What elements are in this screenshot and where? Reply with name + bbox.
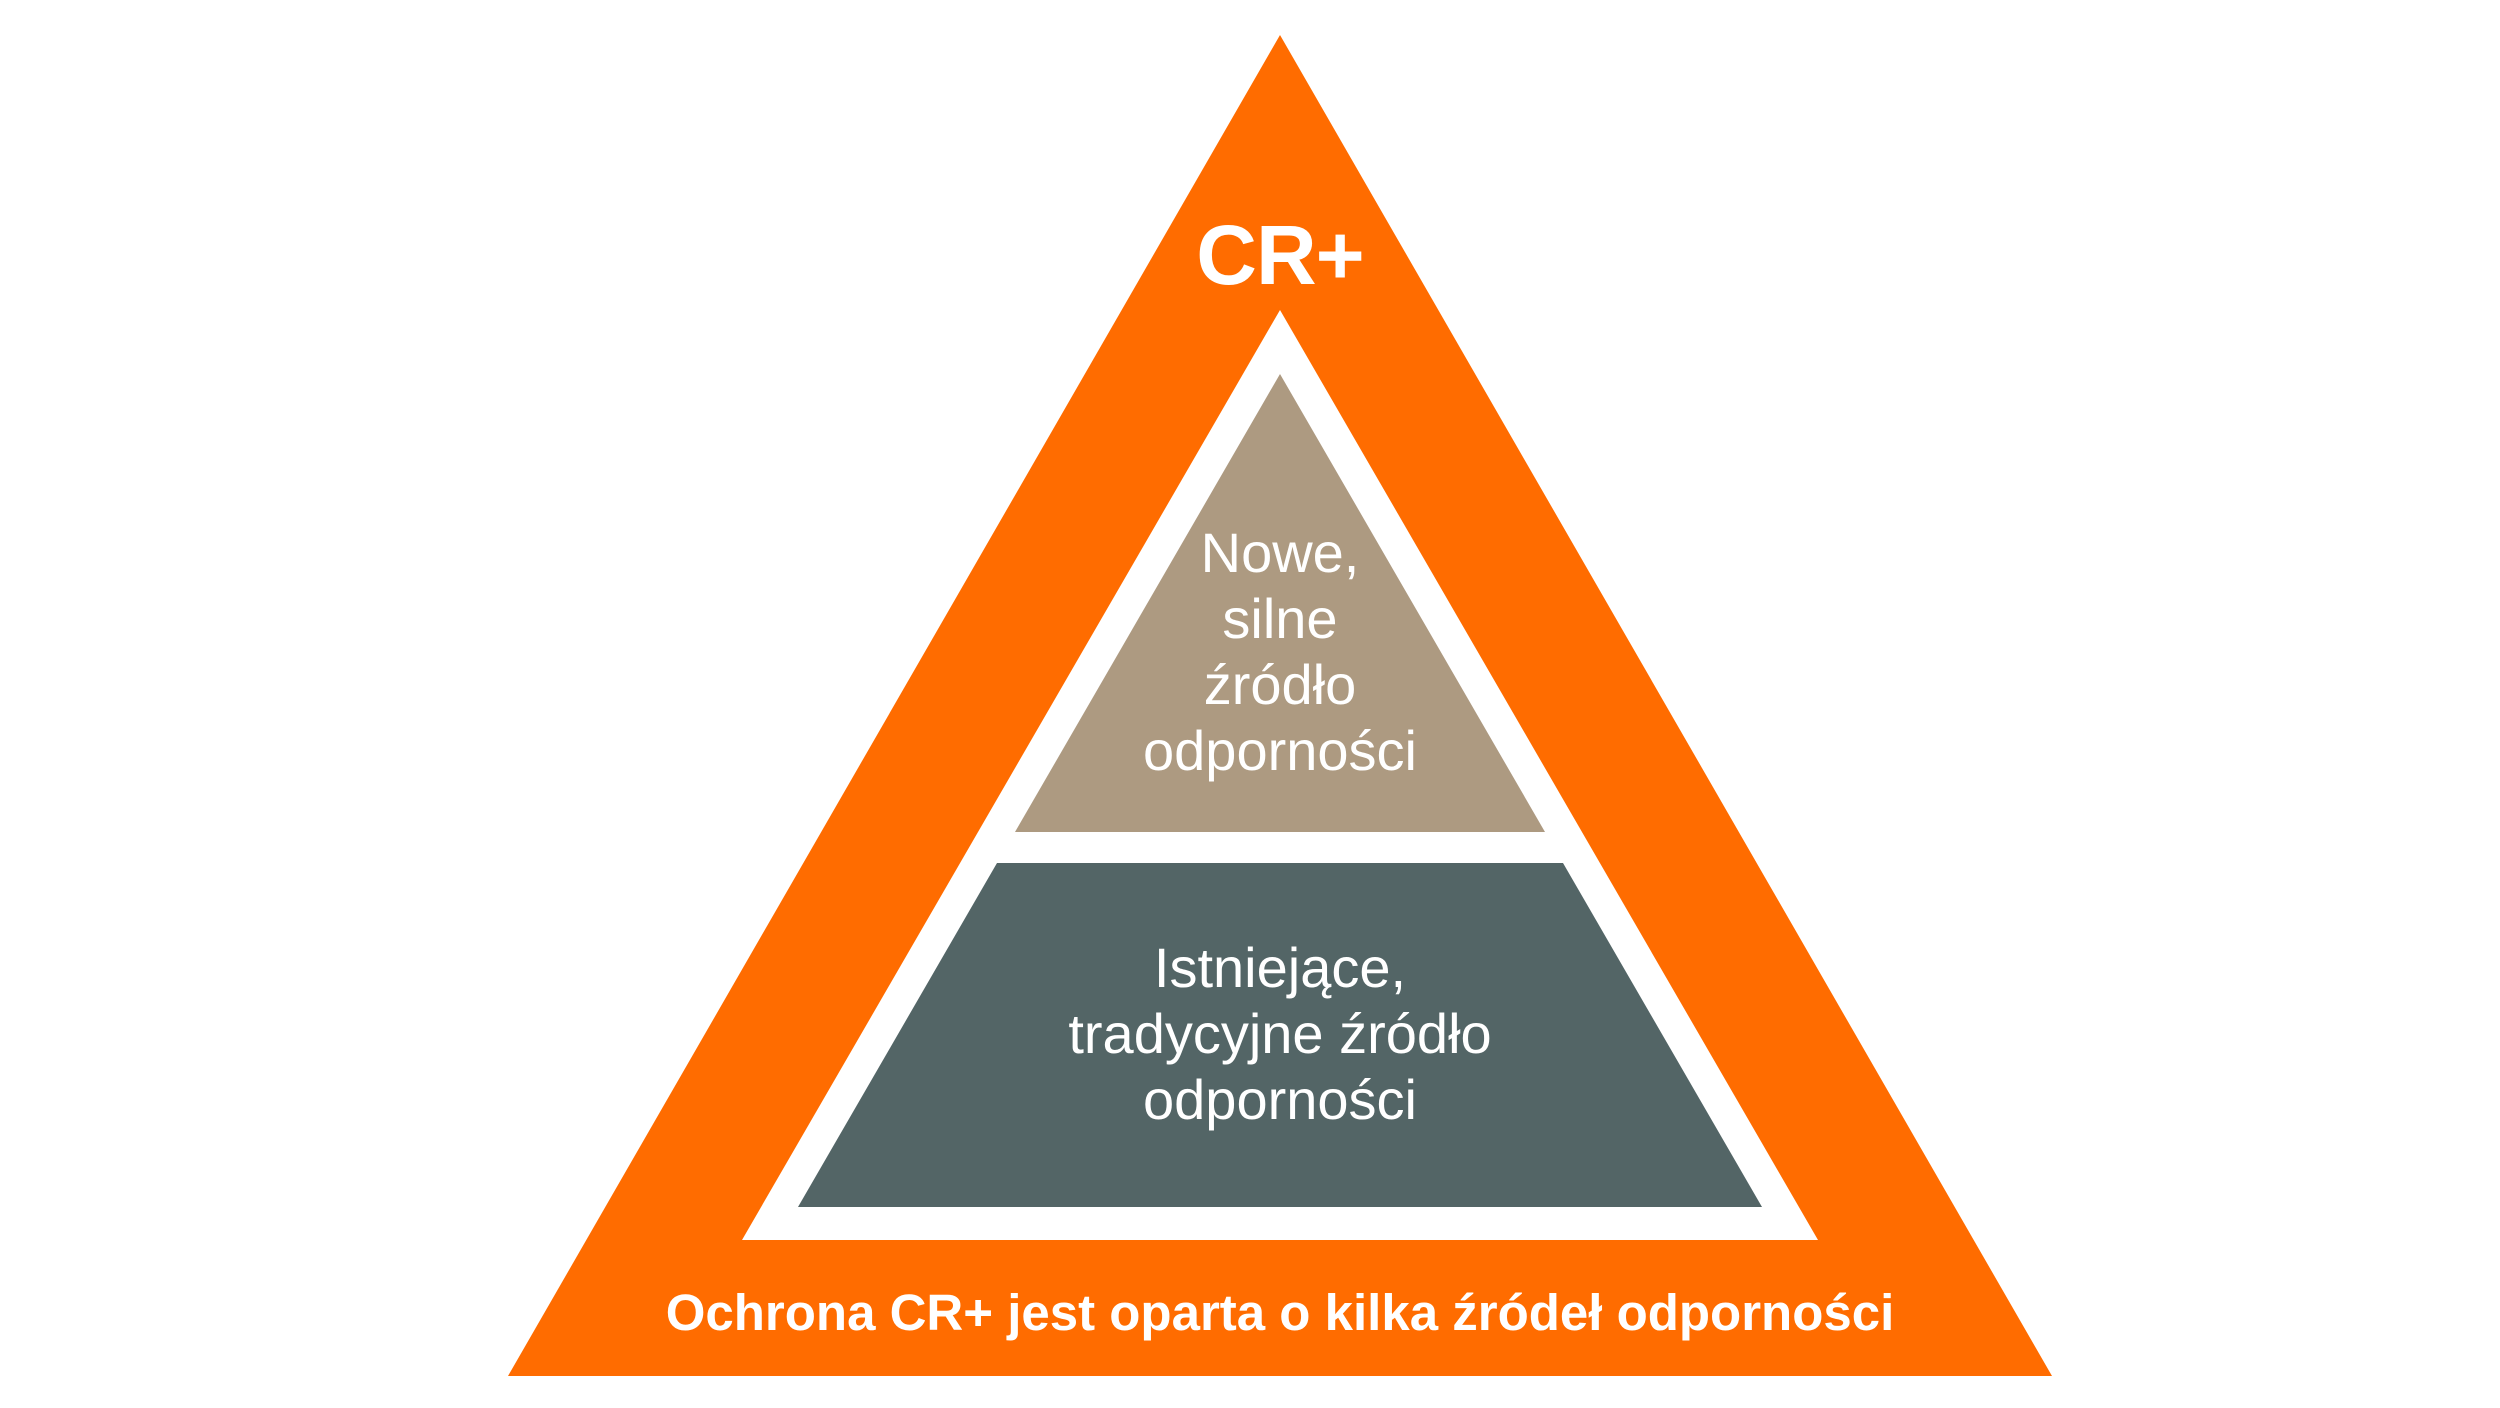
bottom-inner-label: Istniejące, tradycyjne źródło odporności	[1068, 936, 1492, 1131]
pyramid-title: CR+	[1196, 208, 1364, 302]
top-inner-label: Nowe, silne źródło odporności	[1143, 521, 1417, 782]
pyramid-caption: Ochrona CR+ jest oparta o kilka źródeł o…	[665, 1284, 1895, 1341]
top-inner-triangle	[1015, 374, 1545, 832]
bottom-inner-trapezoid	[798, 863, 1762, 1207]
